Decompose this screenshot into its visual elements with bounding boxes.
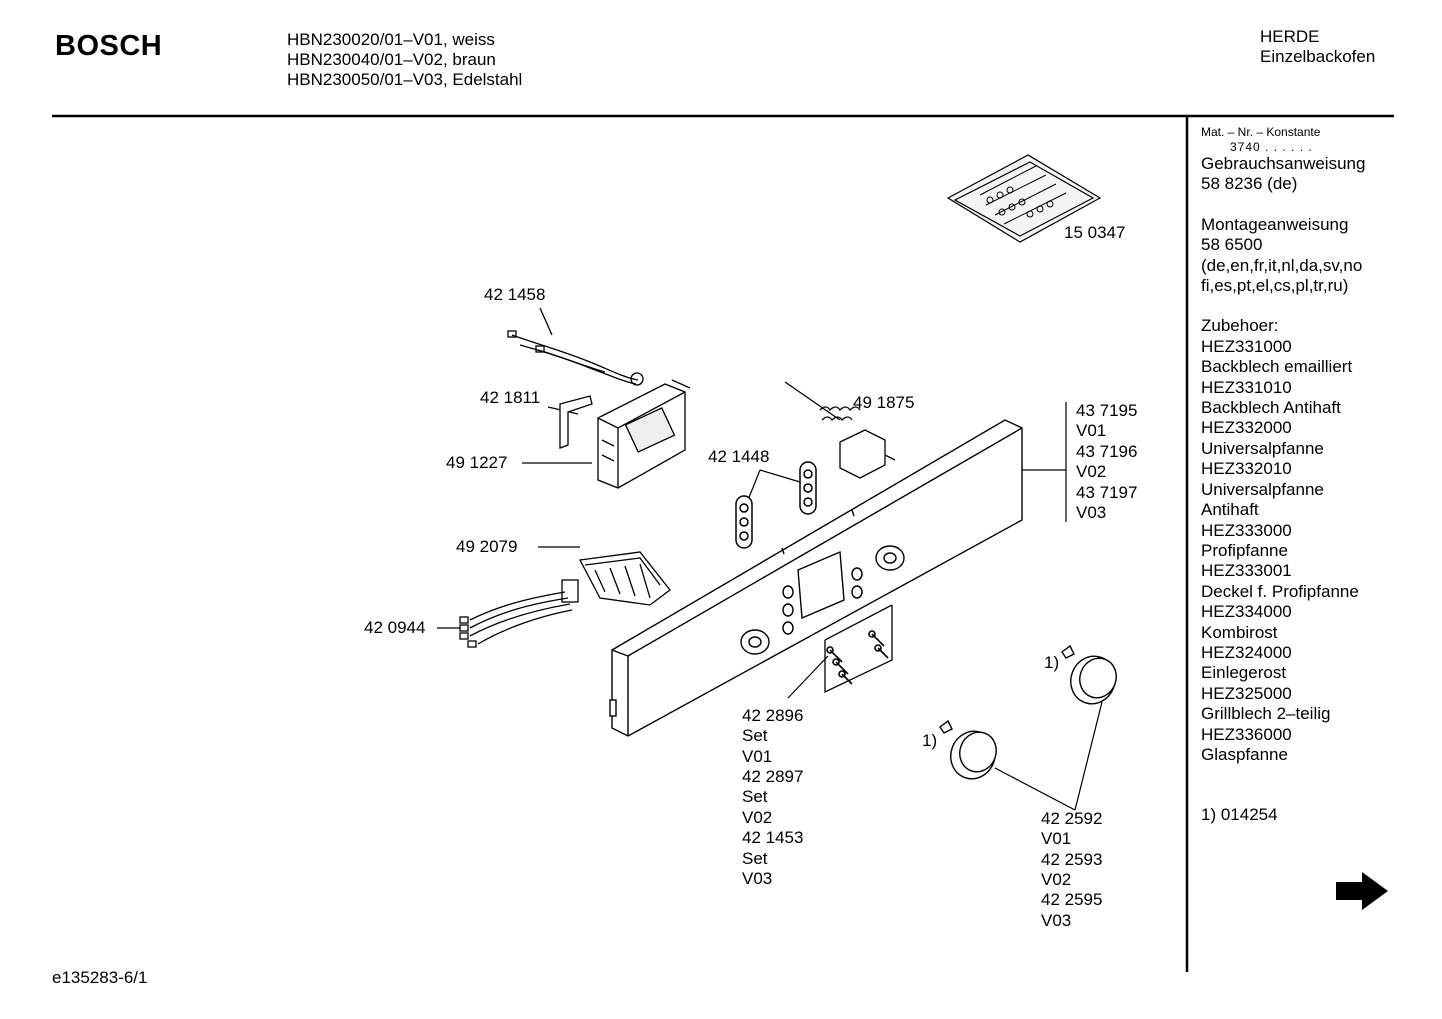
category-subtitle: Einzelbackofen: [1260, 47, 1376, 66]
category: HERDE Einzelbackofen: [1260, 27, 1375, 67]
sidebar-line: HEZ332000: [1201, 418, 1292, 438]
sidebar-line: Einlegerost: [1201, 663, 1287, 683]
mat-label: Mat. – Nr. – Konstante: [1201, 125, 1321, 139]
svg-text:V01: V01: [1041, 829, 1071, 848]
knob-part-numbers: 42 2592 V01 42 2593 V02 42 2595 V03: [1041, 809, 1102, 930]
sidebar-line: Antihaft: [1201, 500, 1259, 520]
svg-text:43 7195: 43 7195: [1076, 401, 1137, 420]
model-line: HBN230020/01–V01, weiss: [287, 30, 495, 49]
svg-text:Set: Set: [742, 787, 768, 806]
sidebar-line: Grillblech 2–teilig: [1201, 704, 1331, 724]
footnote-text: 1) 014254: [1201, 805, 1278, 825]
svg-text:42 2896: 42 2896: [742, 706, 803, 725]
category-title: HERDE: [1260, 27, 1320, 46]
sidebar-line: HEZ332010: [1201, 459, 1292, 479]
svg-text:V01: V01: [1076, 421, 1106, 440]
svg-text:Set: Set: [742, 726, 768, 745]
model-line: HBN230040/01–V02, braun: [287, 50, 496, 69]
sidebar-line: HEZ333000: [1201, 520, 1292, 540]
svg-text:42 2595: 42 2595: [1041, 890, 1102, 909]
electronic-module-part: [597, 379, 691, 489]
sidebar-line: HEZ334000: [1201, 602, 1292, 622]
selector-switch-part: [784, 381, 896, 479]
sidebar-line: 58 6500: [1201, 235, 1263, 255]
part-number-492079: 49 2079: [456, 537, 517, 556]
svg-text:V03: V03: [1041, 911, 1071, 930]
footnote-mark: 1): [1044, 653, 1059, 672]
svg-text:42 2592: 42 2592: [1041, 809, 1102, 828]
sidebar-info: Mat. – Nr. – Konstante 3740 . . . . . . …: [1201, 125, 1437, 826]
sidebar-line: Backblech Antihaft: [1201, 398, 1341, 418]
svg-text:43 7196: 43 7196: [1076, 442, 1137, 461]
svg-text:42 2897: 42 2897: [742, 767, 803, 786]
sidebar-line: Gebrauchsanweisung: [1201, 154, 1366, 173]
sidebar-line: Kombirost: [1201, 622, 1278, 642]
terminal-block-part: [561, 551, 671, 606]
cable-set-part: [459, 591, 573, 648]
part-number-491875: 49 1875: [853, 393, 914, 412]
svg-text:V02: V02: [742, 808, 772, 827]
sidebar-line: fi,es,pt,el,cs,pl,tr,ru): [1201, 276, 1349, 296]
screw-set-part: [824, 604, 893, 694]
sidebar-line: Glaspfanne: [1201, 744, 1288, 764]
svg-text:42 2593: 42 2593: [1041, 850, 1102, 869]
screw-part-numbers: 42 2896 Set V01 42 2897 Set V02 42 1453 …: [742, 706, 803, 888]
svg-text:V02: V02: [1076, 462, 1106, 481]
svg-text:Set: Set: [742, 849, 768, 868]
button-strip-part: [735, 461, 817, 549]
control-panel-part: [609, 419, 1023, 737]
knob-part: [939, 644, 1117, 780]
panel-part-numbers: 43 7195 V01 43 7196 V02 43 7197 V03: [1076, 401, 1137, 522]
sidebar-line: HEZ325000: [1201, 683, 1292, 703]
sidebar-line: Zubehoer:: [1201, 316, 1279, 336]
knob-leader: [994, 701, 1103, 811]
brand-logo: BOSCH: [55, 30, 163, 62]
sidebar-line: Universalpfanne: [1201, 479, 1324, 499]
svg-text:V01: V01: [742, 747, 772, 766]
sidebar-line: HEZ324000: [1201, 642, 1292, 662]
model-list: HBN230020/01–V01, weiss HBN230040/01–V02…: [287, 30, 522, 90]
part-number-491227: 49 1227: [446, 453, 507, 472]
part-number-421448: 42 1448: [708, 447, 769, 466]
part-number-421458: 42 1458: [484, 285, 545, 304]
svg-text:42 1453: 42 1453: [742, 828, 803, 847]
sidebar-line: Universalpfanne: [1201, 438, 1324, 458]
svg-text:V02: V02: [1041, 870, 1071, 889]
sidebar-line: HEZ333001: [1201, 561, 1292, 581]
svg-text:43 7197: 43 7197: [1076, 483, 1137, 502]
sidebar-line: Profipfanne: [1201, 540, 1288, 560]
screw-bag-part: [946, 154, 1102, 243]
sidebar-line: Backblech emailliert: [1201, 357, 1353, 377]
model-line: HBN230050/01–V03, Edelstahl: [287, 70, 523, 89]
sidebar-line: Montageanweisung: [1201, 214, 1349, 234]
sidebar-line: HEZ331010: [1201, 377, 1292, 397]
sidebar-line: (de,en,fr,it,nl,da,sv,no: [1201, 255, 1363, 275]
sidebar-line: HEZ336000: [1201, 724, 1292, 744]
next-page-arrow-icon: [1336, 872, 1388, 910]
sidebar-line: Deckel f. Profipfanne: [1201, 581, 1359, 601]
part-number-420944: 42 0944: [364, 618, 425, 637]
part-number-421811: 42 1811: [480, 388, 540, 407]
part-number-150347: 15 0347: [1064, 223, 1125, 242]
panel-leader: [1022, 402, 1067, 522]
sidebar-line: HEZ331000: [1201, 336, 1292, 356]
svg-text:V03: V03: [1076, 503, 1106, 522]
mat-value: 3740 . . . . . .: [1230, 140, 1313, 154]
bracket-part: [559, 395, 593, 449]
sidebar-line: 58 8236 (de): [1201, 174, 1298, 194]
document-id: e135283-6/1: [52, 968, 148, 987]
wire-harness-part: [507, 307, 644, 386]
svg-text:V03: V03: [742, 869, 772, 888]
footnote-mark: 1): [922, 731, 937, 750]
